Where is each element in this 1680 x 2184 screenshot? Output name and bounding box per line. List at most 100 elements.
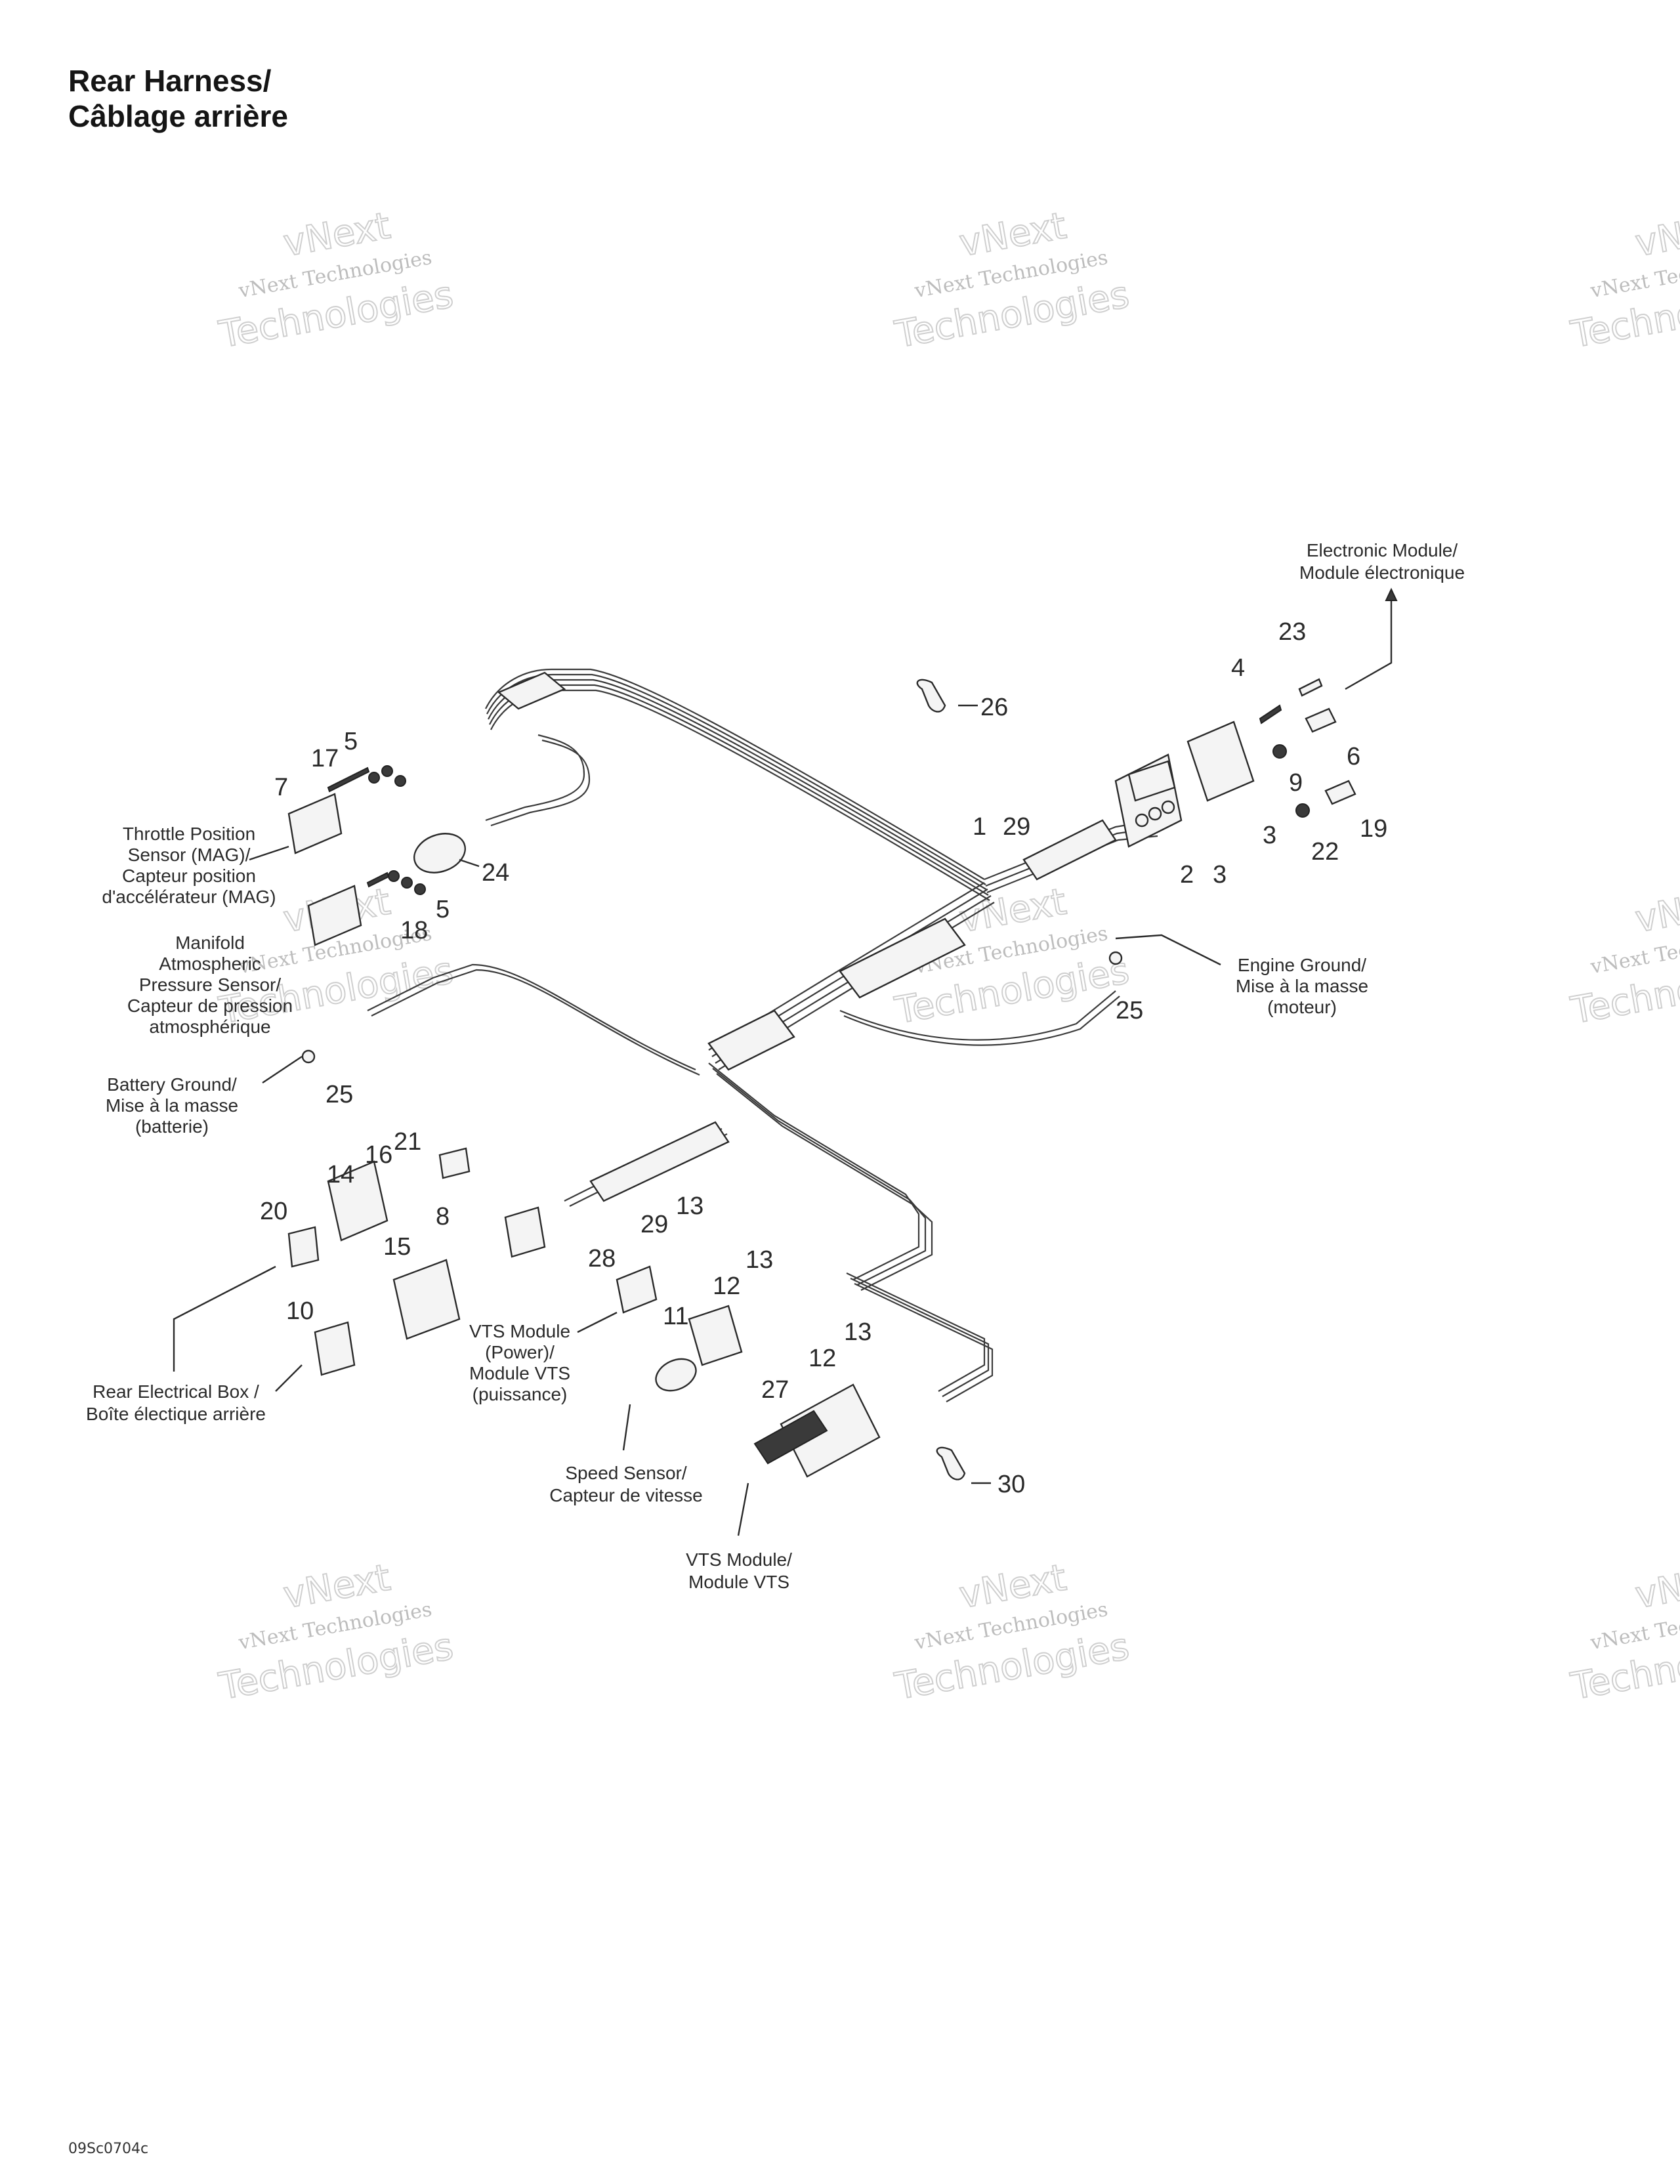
callout-numbers: 1 29 2 3 3 4 9 22 6 19 23 26 17 5 7 24 1…	[260, 618, 1387, 1498]
callout-11: 11	[663, 1303, 688, 1330]
callout-15: 15	[383, 1233, 411, 1261]
connector-27-seal	[753, 1410, 828, 1465]
callout-7: 7	[274, 774, 288, 801]
watermark-vnext: vNext	[1632, 881, 1680, 941]
callout-27: 27	[761, 1376, 789, 1404]
callout-13c: 13	[844, 1318, 872, 1346]
callout-25: 25	[326, 1081, 353, 1108]
callout-22: 22	[1311, 838, 1339, 866]
label-line: Pressure Sensor/	[139, 975, 282, 995]
callout-18: 18	[400, 917, 428, 944]
seal-5	[394, 775, 406, 787]
label-line: VTS Module	[469, 1321, 570, 1341]
watermark-vnext: vNext	[1632, 1557, 1680, 1617]
callout-19: 19	[1360, 815, 1387, 843]
label-line: Battery Ground/	[107, 1074, 237, 1095]
label-manifold-sensor: Manifold Atmospheric Pressure Sensor/ Ca…	[127, 933, 293, 1037]
arrow-rear-box	[173, 1265, 276, 1372]
destination-labels: Electronic Module/ Module électronique T…	[86, 540, 1465, 1592]
label-throttle-sensor: Throttle Position Sensor (MAG)/ Capteur …	[102, 824, 276, 907]
page-title: Rear Harness/ Câblage arrière	[68, 63, 288, 134]
sleeve-trunk-b	[707, 1009, 795, 1071]
electronic-module-part	[1114, 721, 1255, 848]
components	[287, 678, 1356, 1480]
label-vts-module: VTS Module/ Module VTS	[686, 1549, 792, 1592]
cable-tie-30	[936, 1446, 966, 1480]
label-rear-electrical-box: Rear Electrical Box / Boîte électique ar…	[86, 1381, 266, 1424]
arrow-vts-power	[577, 1311, 618, 1334]
cable-tie-26	[916, 679, 946, 713]
label-line: Capteur de vitesse	[549, 1485, 702, 1505]
label-speed-sensor: Speed Sensor/ Capteur de vitesse	[549, 1463, 702, 1505]
label-line: (batterie)	[135, 1116, 209, 1137]
diagram-code: 09Sc0704c	[68, 2141, 149, 2157]
label-line: Capteur position	[122, 866, 256, 886]
callout-3b: 3	[1263, 822, 1276, 849]
label-line: Capteur de pression	[127, 996, 293, 1016]
arrow-speed-sensor	[622, 1404, 631, 1451]
connector-11	[688, 1305, 743, 1366]
label-line: Mise à la masse	[1236, 976, 1368, 996]
label-line: Atmospheric	[159, 954, 261, 974]
watermark-vnext: vNext	[1632, 205, 1680, 265]
callout-13b: 13	[746, 1246, 773, 1274]
arrowhead	[1385, 587, 1398, 601]
callout-8: 8	[436, 1203, 450, 1230]
connector-manifold	[307, 885, 362, 946]
sleeve-1	[497, 671, 566, 710]
ground-lug-25	[301, 1049, 316, 1064]
ground-lug-25b	[1108, 951, 1123, 965]
seal-5b	[414, 883, 426, 895]
callout-21: 21	[394, 1128, 421, 1156]
bolt-4	[1259, 704, 1282, 724]
label-line: Throttle Position	[123, 824, 255, 844]
leader-24	[459, 858, 480, 868]
label-line: (Power)/	[485, 1342, 555, 1362]
label-line: Module électronique	[1299, 562, 1465, 583]
bolt-23	[1298, 678, 1323, 697]
callout-3: 3	[1213, 861, 1227, 889]
callout-5b: 5	[436, 896, 450, 923]
label-line: Manifold	[175, 933, 245, 953]
callout-24: 24	[482, 859, 509, 887]
callout-10: 10	[286, 1297, 314, 1325]
callout-9: 9	[1289, 769, 1303, 797]
callout-17: 17	[311, 745, 339, 772]
callout-1: 1	[973, 813, 986, 841]
speed-sensor-seal	[655, 1358, 697, 1392]
leader-lines	[173, 587, 1398, 1536]
sleeve-trunk-c	[589, 1121, 730, 1202]
label-line: Engine Ground/	[1238, 955, 1366, 975]
callout-6: 6	[1347, 743, 1360, 770]
arrow-electronic-module	[1345, 597, 1393, 690]
callout-29: 29	[1003, 813, 1030, 841]
pin-18	[366, 872, 390, 888]
label-electronic-module: Electronic Module/ Module électronique	[1299, 540, 1465, 583]
label-line: Module VTS	[469, 1363, 570, 1383]
title-line-french: Câblage arrière	[68, 99, 288, 133]
module-socket	[1135, 813, 1149, 828]
arrow-engine-ground	[1115, 934, 1221, 966]
label-line: Mise à la masse	[106, 1095, 238, 1116]
callout-16: 16	[365, 1141, 392, 1169]
label-line: Electronic Module/	[1307, 540, 1458, 560]
seal-5	[368, 772, 380, 784]
nut-22	[1295, 803, 1310, 818]
callout-23: 23	[1278, 618, 1306, 646]
seal-8	[504, 1206, 546, 1258]
arrow-battery-ground	[262, 1056, 303, 1083]
callout-13: 13	[676, 1192, 704, 1220]
callout-12: 12	[713, 1272, 740, 1300]
terminal-6	[1305, 707, 1337, 733]
arrow-rear-box-2	[275, 1364, 303, 1392]
seal-5b	[401, 877, 413, 889]
title-line-english: Rear Harness/	[68, 64, 272, 98]
sensor-24	[413, 833, 466, 873]
callout-2: 2	[1180, 861, 1194, 889]
terminal-19	[1324, 780, 1356, 805]
callout-28: 28	[588, 1245, 616, 1272]
label-line: (moteur)	[1267, 997, 1337, 1017]
seal-5	[381, 765, 393, 777]
callout-26: 26	[980, 694, 1008, 721]
